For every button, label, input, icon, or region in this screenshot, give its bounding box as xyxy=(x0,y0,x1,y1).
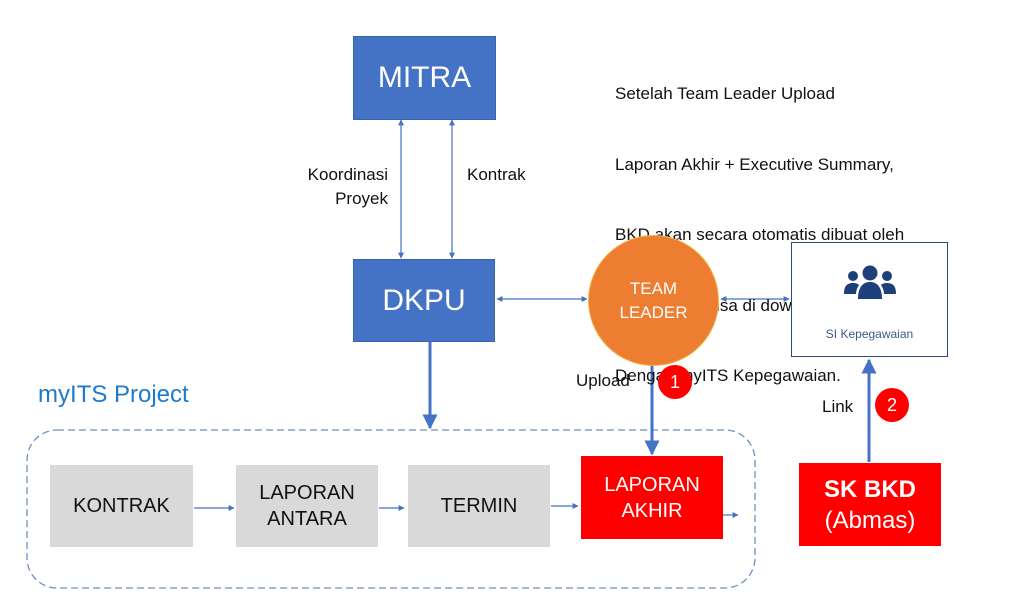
step-kontrak-label: KONTRAK xyxy=(73,495,170,517)
label-kontrak: Kontrak xyxy=(467,165,526,184)
note-line-3: BKD akan secara otomatis dibuat oleh xyxy=(615,225,905,244)
label-link: Link xyxy=(822,397,854,416)
step-termin-label: TERMIN xyxy=(440,495,518,517)
node-mitra: MITRA xyxy=(353,36,496,120)
step-laporan-antara-line1: LAPORAN xyxy=(259,482,355,504)
step-laporan-antara-line2: ANTARA xyxy=(267,508,347,530)
node-team-leader: TEAM LEADER xyxy=(588,235,719,366)
step-laporan-akhir: LAPORAN AKHIR xyxy=(581,456,723,539)
label-koordinasi-line1: Koordinasi xyxy=(307,165,388,184)
sk-bkd-line1: SK BKD xyxy=(823,475,916,503)
sk-bkd-line2: (Abmas) xyxy=(824,506,916,534)
node-si-kepegawaian: SI Kepegawaian xyxy=(791,242,948,357)
label-koordinasi-proyek: Koordinasi Proyek xyxy=(290,163,388,211)
node-dkpu-label: DKPU xyxy=(382,283,466,317)
users-group-icon xyxy=(844,265,896,299)
note-line-5: Dengan myITS Kepegawaian. xyxy=(615,366,841,385)
node-mitra-label: MITRA xyxy=(377,61,472,94)
team-leader-line2: LEADER xyxy=(619,302,688,322)
team-leader-line1: TEAM xyxy=(629,278,678,298)
project-title: myITS Project xyxy=(38,381,189,408)
step-laporan-akhir-line1: LAPORAN xyxy=(604,473,700,496)
note-line-2: Laporan Akhir + Executive Summary, xyxy=(615,154,894,174)
label-upload: Upload xyxy=(576,371,630,390)
node-dkpu: DKPU xyxy=(353,259,495,342)
step-badge-1: 1 xyxy=(658,365,692,399)
si-kepegawaian-label: SI Kepegawaian xyxy=(825,327,914,341)
step-kontrak: KONTRAK xyxy=(50,465,193,547)
step-termin: TERMIN xyxy=(408,465,550,547)
label-koordinasi-line2: Proyek xyxy=(335,189,388,208)
step-laporan-akhir-line2: AKHIR xyxy=(621,499,683,522)
step-badge-2: 2 xyxy=(875,388,909,422)
node-sk-bkd: SK BKD (Abmas) xyxy=(799,463,941,546)
note-line-1: Setelah Team Leader Upload xyxy=(615,84,835,103)
step-laporan-antara: LAPORAN ANTARA xyxy=(236,465,378,547)
